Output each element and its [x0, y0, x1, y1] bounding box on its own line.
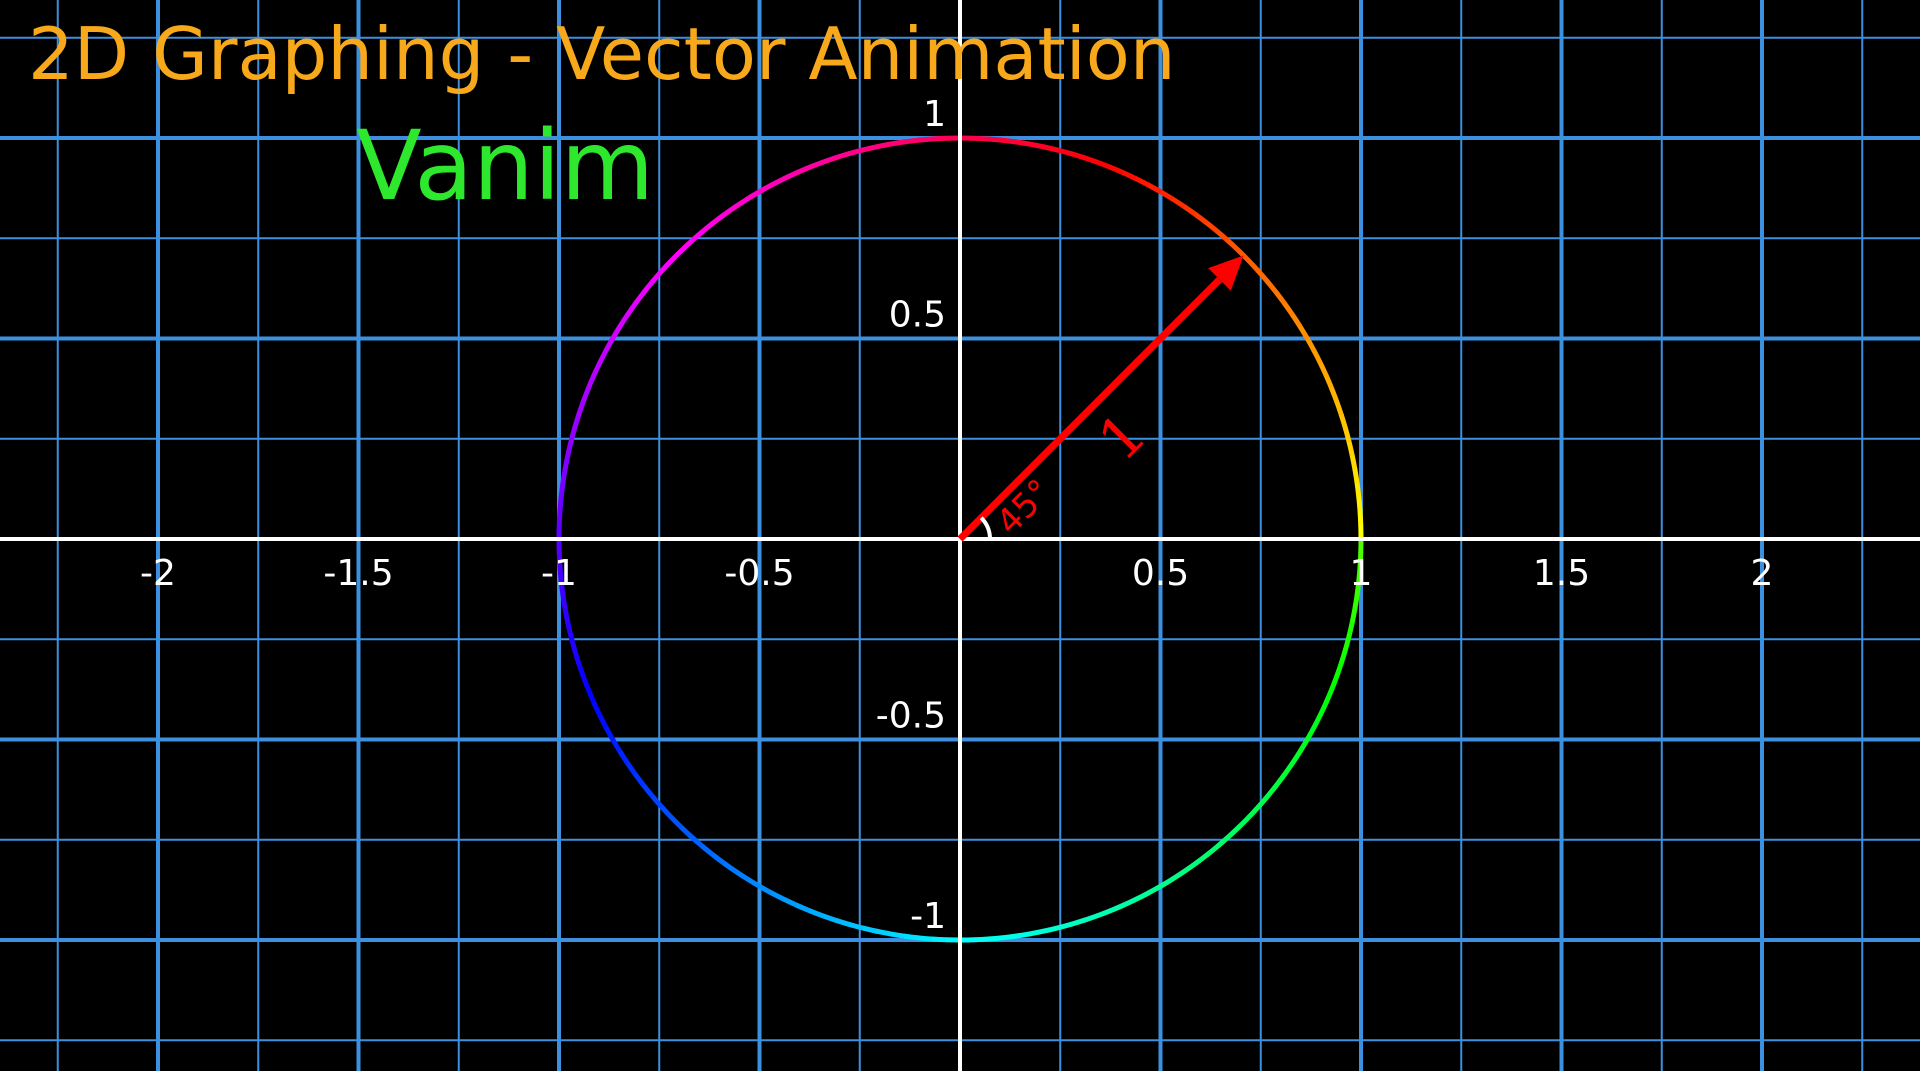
- circle-segment: [889, 931, 906, 939]
- subtitle: Vanim: [356, 110, 655, 222]
- circle-segment: [862, 925, 878, 934]
- circle-segment: [1014, 139, 1031, 147]
- circle-segment: [1356, 496, 1363, 512]
- vector-arrowhead: [1208, 255, 1244, 291]
- x-tick-label: 2: [1751, 553, 1774, 594]
- circle-segment: [1029, 928, 1045, 937]
- circle-segment: [557, 496, 564, 512]
- y-tick-label: 0.5: [889, 295, 946, 336]
- circle-segment: [931, 936, 947, 943]
- circle-segment: [560, 468, 568, 485]
- circle-segment: [556, 510, 563, 526]
- circle-segment: [562, 608, 571, 624]
- circle-segment: [1001, 933, 1017, 941]
- circle-segment: [1015, 931, 1031, 939]
- circle-segment: [1349, 607, 1358, 623]
- circle-segment: [917, 136, 933, 143]
- y-tick-label: -1: [910, 896, 946, 937]
- circle-segment: [565, 441, 574, 457]
- vector-shaft: [957, 277, 1222, 542]
- y-tick-label: 1: [923, 94, 946, 135]
- circle-segment: [1346, 621, 1355, 637]
- circle-segment: [1346, 440, 1355, 457]
- circle-segment: [1042, 925, 1059, 934]
- x-tick-label: 0.5: [1132, 553, 1189, 594]
- circle-segment: [973, 135, 989, 142]
- circle-segment: [987, 136, 1003, 143]
- circle-segment: [1352, 468, 1360, 484]
- circle-segment: [861, 144, 878, 153]
- y-tick-labels: 1 0.5 -0.5 -1: [876, 94, 946, 937]
- circle-segment: [558, 482, 566, 499]
- circle-segment: [931, 135, 947, 142]
- circle-segment: [973, 936, 989, 943]
- circle-segment: [1000, 137, 1017, 145]
- circle-segment: [876, 928, 892, 937]
- circle-segment: [560, 594, 568, 610]
- circle-segment: [1042, 144, 1058, 153]
- x-tick-labels: -2 -1.5 -1 -0.5 0.5 1 1.5 2: [140, 553, 1773, 594]
- x-tick-label: -2: [140, 553, 176, 594]
- angle-arc: [979, 516, 992, 540]
- circle-segment: [1352, 593, 1360, 610]
- unit-circle: [556, 135, 1364, 943]
- circle-segment: [565, 621, 574, 638]
- circle-segment: [1028, 141, 1044, 150]
- circle-segment: [903, 137, 919, 145]
- circle-segment: [875, 141, 891, 150]
- page-title: 2D Graphing - Vector Animation: [28, 12, 1176, 96]
- circle-segment: [1349, 454, 1358, 470]
- circle-segment: [917, 935, 933, 942]
- x-tick-label: 1.5: [1533, 553, 1590, 594]
- circle-segment: [987, 935, 1003, 942]
- x-tick-label: -1: [541, 553, 577, 594]
- circle-segment: [1354, 482, 1362, 498]
- circle-segment: [889, 139, 905, 147]
- y-tick-label: -0.5: [876, 696, 946, 737]
- x-tick-label: 1: [1350, 553, 1373, 594]
- circle-segment: [562, 455, 571, 471]
- x-tick-label: -1.5: [323, 553, 393, 594]
- circle-segment: [1357, 510, 1364, 526]
- x-tick-label: -0.5: [724, 553, 794, 594]
